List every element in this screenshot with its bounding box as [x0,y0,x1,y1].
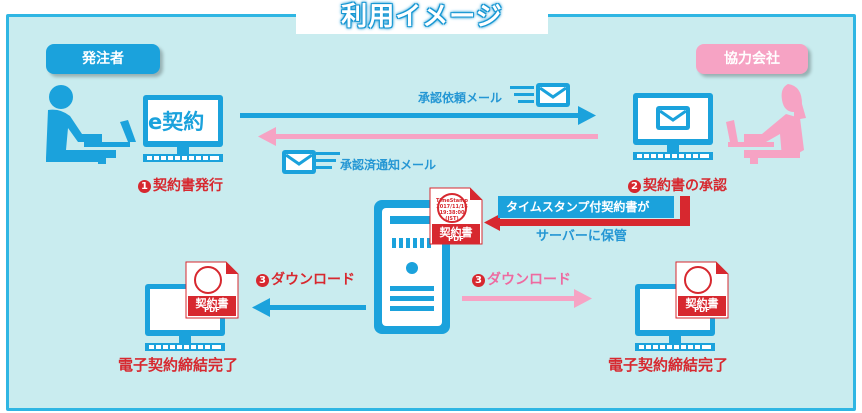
stamp-date: 2017/11/16 [436,204,468,210]
download-arrow-right [462,289,592,308]
issuer-person-icon [46,85,136,164]
step3-number-right: 3 [472,274,485,287]
download-text-left: ダウンロード [271,272,355,288]
partner-person-icon [726,84,806,164]
server-storage-label: サーバーに保管 [536,229,627,244]
request-mail-label: 承認依頼メール [418,91,503,105]
step1-text: 契約書発行 [153,178,223,194]
partner-mail-icon [654,104,692,132]
timestamp-banner: タイムスタンプ付契約書が [498,196,674,218]
timestamp-arrow [484,196,690,231]
stamp-zone: (JST) [445,216,459,222]
step3-number-left: 3 [256,274,269,287]
approved-mail-label: 承認済通知メール [340,158,437,172]
result-right: 電子契約締結完了 [608,356,729,374]
result-left: 電子契約締結完了 [118,356,239,374]
pdf-document-icon-left [185,261,239,319]
title-background: 利用イメージ [296,0,548,34]
pdf-document-icon-right [675,261,729,319]
logo-text: e契約 [148,110,205,134]
doc-type: PDF [448,235,464,243]
doc-label-right: 契約書 [685,297,719,310]
step2-number: 2 [628,180,641,193]
download-arrow-left [252,298,366,317]
e-keiyaku-logo: e契約 [148,102,218,142]
request-mail-icon [534,81,572,109]
request-arrow [240,86,596,125]
doc-type-right: PDF [694,306,710,314]
doc-label: 契約書 [439,226,473,239]
diagram-title: 利用イメージ [341,2,503,32]
stamp-time: 19:38:00 [439,210,465,216]
approved-mail-icon [280,148,318,176]
partner-badge: 協力会社 [696,44,808,74]
issuer-badge: 発注者 [46,44,160,74]
stamp-label: TimeStamp [436,198,468,204]
download-text-right: ダウンロード [487,272,571,288]
step2-text: 契約書の承認 [643,178,727,194]
pdf-document-icon [429,187,483,245]
doc-label-left: 契約書 [195,297,229,310]
doc-type-left: PDF [204,306,220,314]
step1-number: 1 [138,180,151,193]
approved-arrow [258,127,598,169]
